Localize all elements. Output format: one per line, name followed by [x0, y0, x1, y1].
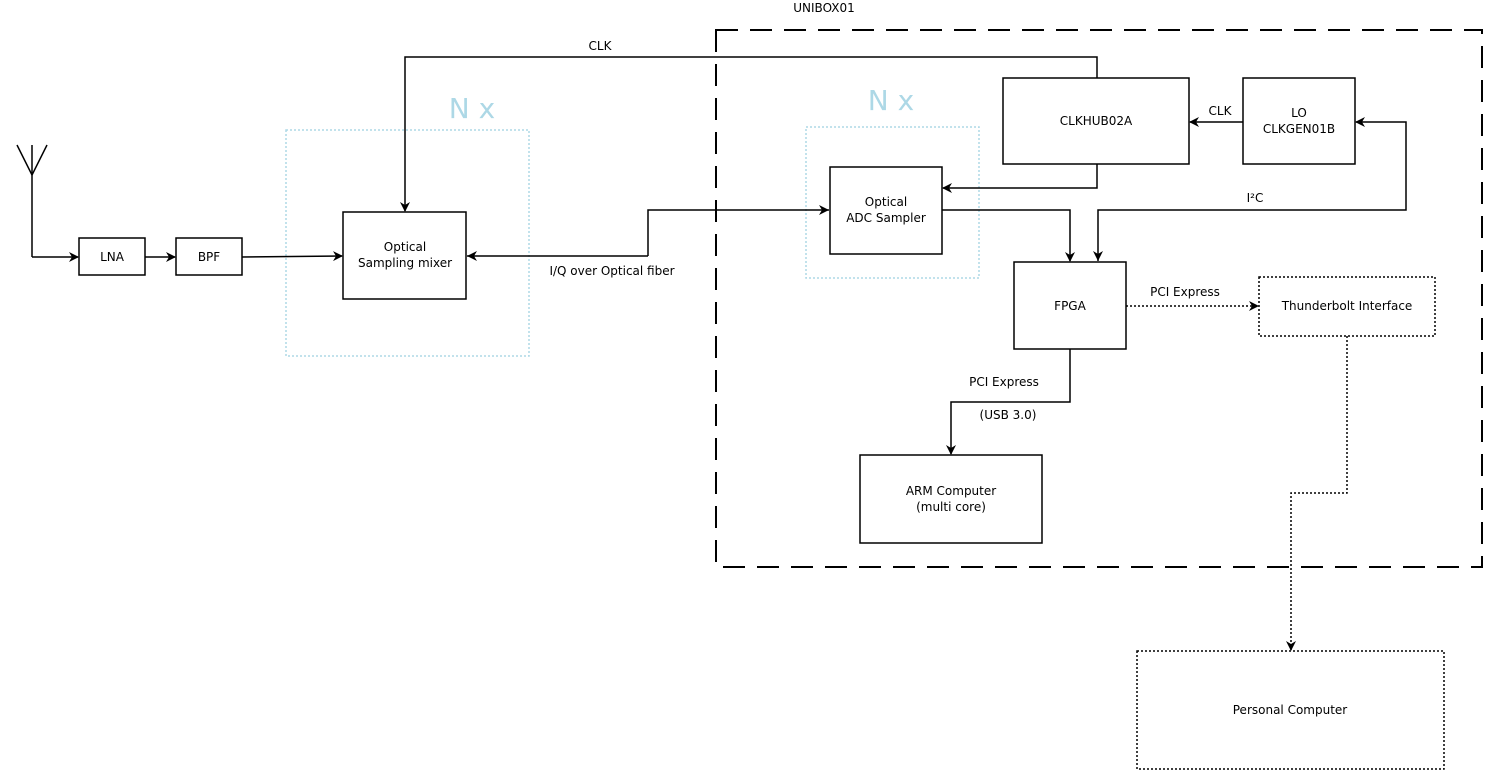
- edge-label-clk-top: CLK: [589, 39, 613, 53]
- block-lo-clkgen01b: [1242, 77, 1356, 165]
- block-lna: [78, 237, 146, 276]
- edge-label-pci-express-arm: PCI Express: [969, 375, 1039, 389]
- block-clkhub-label: CLKHUB02A: [1060, 114, 1133, 128]
- edge-label-usb: (USB 3.0): [980, 408, 1037, 422]
- block-personal-computer: [1136, 650, 1445, 770]
- block-bpf-label: BPF: [198, 250, 220, 264]
- arrowhead-to-fpga-i2c: [1093, 251, 1103, 261]
- antenna-icon: [16, 144, 48, 257]
- arrowhead-to-adc: [819, 205, 829, 215]
- block-mixer-label-2: Sampling mixer: [358, 256, 452, 270]
- block-arm-label-2: (multi core): [916, 500, 986, 514]
- edge-i2c-fpga-lo: [1097, 117, 1407, 261]
- block-adc-label-1: Optical: [865, 195, 907, 209]
- block-arm-computer: [859, 454, 1043, 544]
- block-optical-sampling-mixer: [342, 211, 467, 300]
- block-arm-label-1: ARM Computer: [906, 484, 996, 498]
- block-optical-adc-sampler: [829, 166, 943, 255]
- edge-label-iq-fiber: I/Q over Optical fiber: [549, 264, 674, 278]
- block-adc-label-2: ADC Sampler: [846, 211, 926, 225]
- edge-label-i2c: I²C: [1247, 191, 1264, 205]
- arrowhead-to-mixer: [467, 251, 477, 261]
- edge-bpf-mixer: [241, 251, 343, 262]
- container-title: UNIBOX01: [793, 1, 855, 15]
- edge-clkhub-adc: [942, 164, 1098, 193]
- block-thunderbolt-label: Thunderbolt Interface: [1281, 299, 1413, 313]
- edge-thunderbolt-pc: [1286, 336, 1348, 651]
- edge-fpga-arm: [946, 349, 1071, 455]
- edge-iq-optical-fiber: [467, 209, 829, 257]
- block-fpga: [1013, 261, 1127, 350]
- block-lo-label-2: CLKGEN01B: [1263, 122, 1335, 136]
- block-fpga-label: FPGA: [1054, 299, 1086, 313]
- block-mixer-label-1: Optical: [384, 240, 426, 254]
- edge-label-pci-express-tb: PCI Express: [1150, 285, 1220, 299]
- edge-clkhub-mixer-clk: [400, 56, 1098, 212]
- block-lo-label-1: LO: [1291, 106, 1307, 120]
- group-box-adc: [805, 126, 980, 279]
- block-pc-label: Personal Computer: [1233, 703, 1348, 717]
- edge-label-clk-lo: CLK: [1209, 104, 1233, 118]
- group-label-mixer: N x: [449, 92, 495, 125]
- block-lna-label: LNA: [100, 250, 125, 264]
- block-thunderbolt-interface: [1258, 276, 1436, 337]
- group-box-mixer: [285, 129, 530, 357]
- block-clkhub02a: [1002, 77, 1190, 165]
- edge-adc-fpga: [942, 209, 1075, 262]
- group-label-adc: N x: [868, 84, 914, 117]
- unibox-container: [715, 29, 1483, 568]
